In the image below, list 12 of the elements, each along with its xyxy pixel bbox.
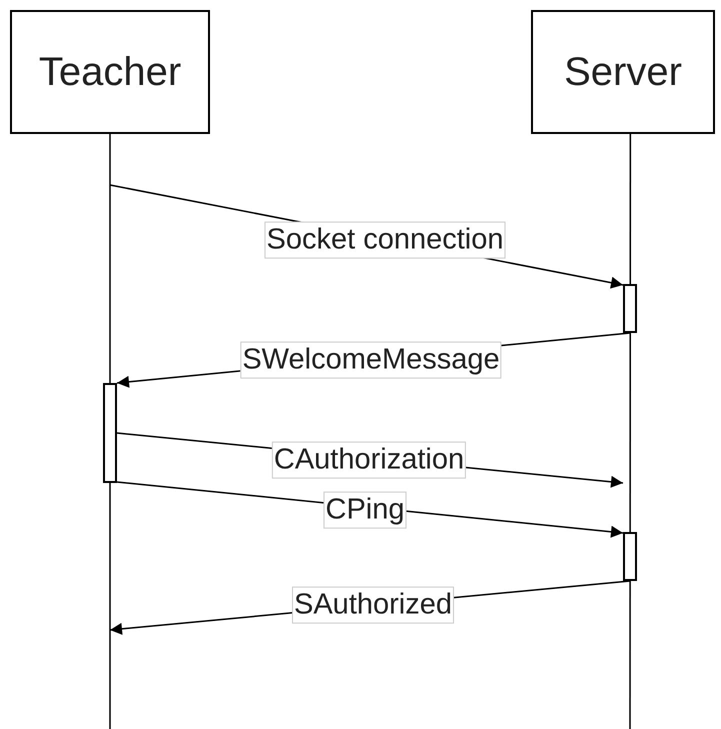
- activation-bar: [623, 532, 637, 581]
- participant-box: [10, 10, 210, 134]
- activation-bar: [623, 284, 637, 333]
- edge-label: SAuthorized: [292, 586, 454, 624]
- participant-name: Teacher: [38, 50, 182, 94]
- participant-name: Server: [564, 50, 682, 94]
- edge-label: CPing: [324, 492, 406, 528]
- edge-label: CAuthorization: [272, 442, 466, 478]
- participant-box: [531, 10, 715, 134]
- edge-label: Socket connection: [264, 222, 506, 258]
- edge-label: SWelcomeMessage: [240, 342, 502, 378]
- activation-bar: [103, 383, 117, 483]
